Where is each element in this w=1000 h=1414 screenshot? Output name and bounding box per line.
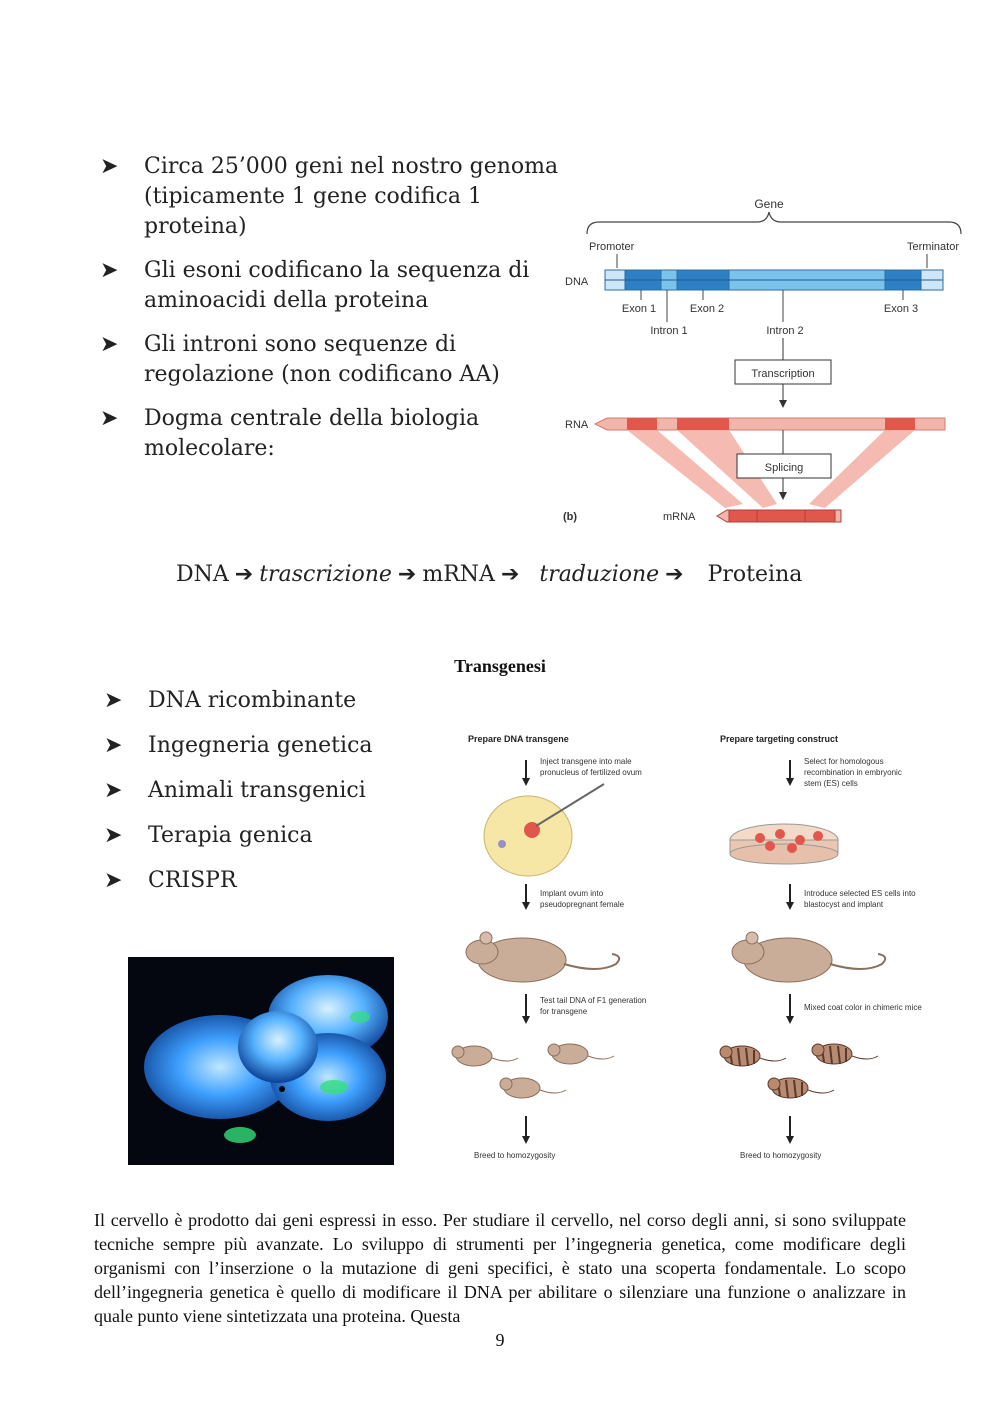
exon2-label: Exon 2	[690, 303, 724, 315]
bullet-item: ➤Animali transgenici	[104, 776, 448, 806]
mouse-icon	[731, 931, 887, 983]
splice-fan-2	[677, 430, 777, 508]
bullet-item: ➤Ingegneria genetica	[104, 731, 448, 761]
chimeric-mouse-icon	[719, 1045, 787, 1067]
splice-fan-1	[627, 430, 743, 508]
mouse-icon	[547, 1043, 615, 1065]
gene-structure-diagram: Gene Promoter Terminator DNA Exon 1 Exon…	[563, 197, 962, 523]
bullet-item: ➤DNA ricombinante	[104, 686, 448, 716]
svg-text:Test tail DNA of F1 generation: Test tail DNA of F1 generation	[540, 996, 646, 1005]
page-number: 9	[495, 1330, 505, 1350]
intron1-label: Intron 1	[650, 325, 687, 337]
section-title: Transgenesi	[454, 656, 546, 676]
arrow-right-icon: ➔	[500, 562, 520, 587]
promoter-label: Promoter	[589, 241, 635, 253]
svg-text:stem (ES) cells: stem (ES) cells	[804, 779, 858, 788]
mrna-label: mRNA	[663, 511, 696, 523]
panel-label: (b)	[563, 511, 577, 523]
bullet-item: ➤CRISPR	[104, 866, 448, 896]
rna-exon3	[885, 418, 915, 430]
arrow-bullet-icon: ➤	[100, 406, 119, 431]
bullet-list-genes: ➤Circa 25’000 geni nel nostro genoma (ti…	[100, 152, 564, 478]
arrow-bullet-icon: ➤	[100, 258, 119, 283]
arrow-bullet-icon: ➤	[104, 823, 123, 848]
gene-brace	[586, 211, 962, 235]
mouse-icon	[451, 1045, 519, 1067]
svg-text:pseudopregnant female: pseudopregnant female	[540, 900, 625, 909]
svg-text:Inject transgene into male: Inject transgene into male	[540, 757, 632, 766]
glowing-paw	[320, 1080, 348, 1094]
dna-label: DNA	[565, 276, 589, 288]
svg-text:recombination in embryonic: recombination in embryonic	[804, 768, 902, 777]
rna-exon1	[627, 418, 657, 430]
rna-exon2	[677, 418, 729, 430]
bullet-item: ➤Dogma centrale della biologia molecolar…	[100, 406, 480, 461]
glowing-paw	[224, 1127, 256, 1143]
bullet-item: ➤Terapia genica	[104, 821, 448, 851]
arrow-bullet-icon: ➤	[104, 778, 123, 803]
svg-text:pronucleus of fertilized ovum: pronucleus of fertilized ovum	[540, 768, 642, 777]
arrow-bullet-icon: ➤	[104, 733, 123, 758]
rna-label: RNA	[565, 419, 589, 431]
transgenic-methods-diagram: Prepare DNA transgene Inject transgene i…	[451, 734, 922, 1160]
svg-text:for transgene: for transgene	[540, 1007, 588, 1016]
mouse-icon	[499, 1077, 567, 1099]
body-paragraph: Il cervello è prodotto dai geni espressi…	[94, 1210, 906, 1326]
right-step3-label: Mixed coat color in chimeric mice	[804, 1003, 922, 1012]
petri-dish-icon	[729, 823, 839, 865]
svg-text:Implant ovum into: Implant ovum into	[540, 889, 604, 898]
gene-label: Gene	[754, 197, 784, 211]
splicing-label: Splicing	[765, 462, 804, 474]
exon3-label: Exon 3	[884, 303, 918, 315]
arrow-right-icon: ➔	[397, 562, 417, 587]
exon1-label: Exon 1	[622, 303, 656, 315]
svg-text:blastocyst and implant: blastocyst and implant	[804, 900, 884, 909]
svg-text:Select for homologous: Select for homologous	[804, 757, 884, 766]
terminator-label: Terminator	[907, 241, 959, 253]
right-column-title: Prepare targeting construct	[720, 734, 838, 744]
chimeric-mouse-icon	[767, 1077, 835, 1099]
arrow-bullet-icon: ➤	[104, 868, 123, 893]
central-dogma: DNA➔trascrizione➔mRNA➔traduzione➔Protein…	[176, 562, 803, 587]
splicing-box	[736, 453, 832, 479]
glowing-paw	[350, 1011, 370, 1023]
chimeric-mouse-icon	[811, 1043, 879, 1065]
arrow-right-icon: ➔	[665, 562, 684, 587]
svg-text:Introduce selected ES cells in: Introduce selected ES cells into	[804, 889, 916, 898]
arrow-bullet-icon: ➤	[100, 332, 119, 357]
bullet-item: ➤Circa 25’000 geni nel nostro genoma (ti…	[100, 154, 559, 239]
mouse-icon	[465, 931, 621, 983]
bullet-item: ➤Gli introni sono sequenze di regolazion…	[100, 332, 500, 387]
mouse-head	[238, 1011, 318, 1083]
arrow-bullet-icon: ➤	[104, 688, 123, 713]
glowing-mice-photo	[128, 957, 394, 1165]
splice-fan-3	[809, 430, 915, 508]
arrow-right-icon: ➔	[234, 562, 254, 587]
mouse-eye	[279, 1086, 285, 1092]
intron2-label: Intron 2	[766, 325, 803, 337]
bullet-list-transgenesis: ➤DNA ricombinante ➤Ingegneria genetica ➤…	[104, 686, 448, 911]
arrow-bullet-icon: ➤	[100, 154, 119, 179]
left-column-title: Prepare DNA transgene	[468, 734, 569, 744]
bullet-item: ➤Gli esoni codificano la sequenza di ami…	[100, 258, 530, 313]
right-breed-label: Breed to homozygosity	[740, 1151, 821, 1160]
transcription-label: Transcription	[751, 368, 814, 380]
injection-needle	[535, 783, 605, 827]
transcription-box	[734, 359, 832, 385]
left-breed-label: Breed to homozygosity	[474, 1151, 555, 1160]
